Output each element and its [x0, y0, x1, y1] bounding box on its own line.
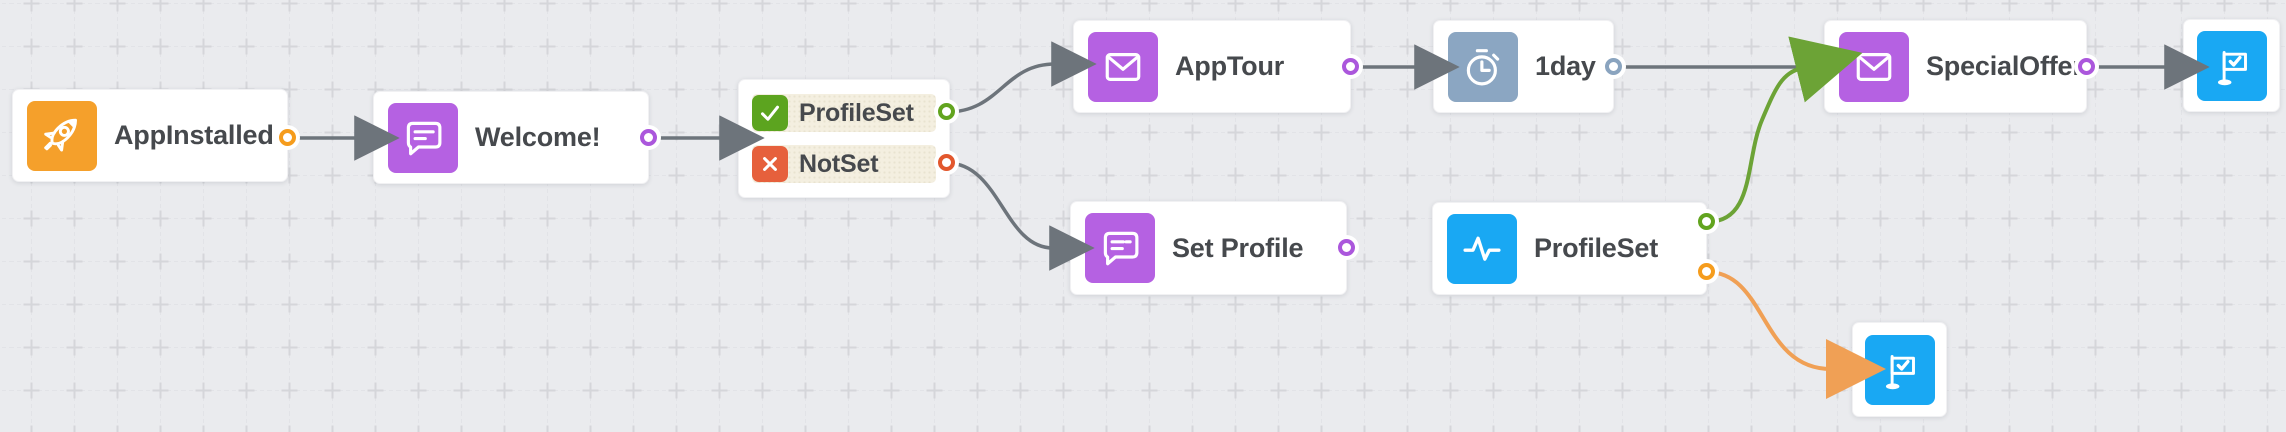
node-app-tour[interactable]: AppTour: [1073, 20, 1351, 113]
output-port-welcome[interactable]: [640, 129, 657, 146]
branch-label: ProfileSet: [799, 98, 914, 127]
node-label: AppTour: [1175, 51, 1285, 81]
node-goal-bottom[interactable]: [1852, 322, 1947, 417]
check-icon: [752, 95, 788, 131]
output-port-profile-set-success[interactable]: [1698, 213, 1715, 230]
flag-icon: [2196, 30, 2267, 101]
node-condition[interactable]: ProfileSet NotSet: [738, 79, 950, 198]
node-label: Welcome!: [475, 122, 601, 152]
envelope-icon: [1839, 31, 1909, 102]
node-profile-set[interactable]: ProfileSet: [1432, 202, 1707, 295]
node-label: 1day: [1535, 51, 1596, 81]
node-label: AppInstalled: [114, 120, 274, 150]
output-port-profile-set-fail[interactable]: [1698, 263, 1715, 280]
output-port-app-installed[interactable]: [279, 129, 296, 146]
branch-label: NotSet: [799, 149, 879, 178]
chat-icon: [388, 102, 458, 173]
output-port-condition-profileset[interactable]: [938, 103, 955, 120]
condition-branch-notset[interactable]: NotSet: [752, 145, 936, 183]
node-label: ProfileSet: [1534, 233, 1659, 263]
pulse-icon: [1447, 213, 1517, 284]
output-port-condition-notset[interactable]: [938, 154, 955, 171]
timer-icon: [1448, 31, 1518, 102]
node-label: Set Profile: [1172, 232, 1304, 263]
node-one-day[interactable]: 1day: [1433, 20, 1614, 113]
output-port-special-offer[interactable]: [2078, 58, 2095, 75]
flag-icon: [1864, 334, 1935, 405]
node-welcome[interactable]: Welcome!: [373, 91, 649, 184]
output-port-one-day[interactable]: [1605, 58, 1622, 75]
output-port-app-tour[interactable]: [1342, 58, 1359, 75]
chat-icon: [1085, 213, 1155, 283]
node-label: SpecialOffer: [1926, 51, 2083, 81]
node-set-profile[interactable]: Set Profile: [1070, 201, 1347, 295]
node-special-offer[interactable]: SpecialOffer: [1824, 20, 2087, 113]
node-app-installed[interactable]: AppInstalled: [12, 89, 288, 182]
rocket-icon: [27, 100, 97, 171]
x-icon: [752, 146, 788, 182]
envelope-icon: [1088, 31, 1158, 102]
condition-branch-profileset[interactable]: ProfileSet: [752, 94, 936, 132]
node-goal-top[interactable]: [2183, 19, 2280, 112]
output-port-set-profile[interactable]: [1338, 239, 1355, 256]
